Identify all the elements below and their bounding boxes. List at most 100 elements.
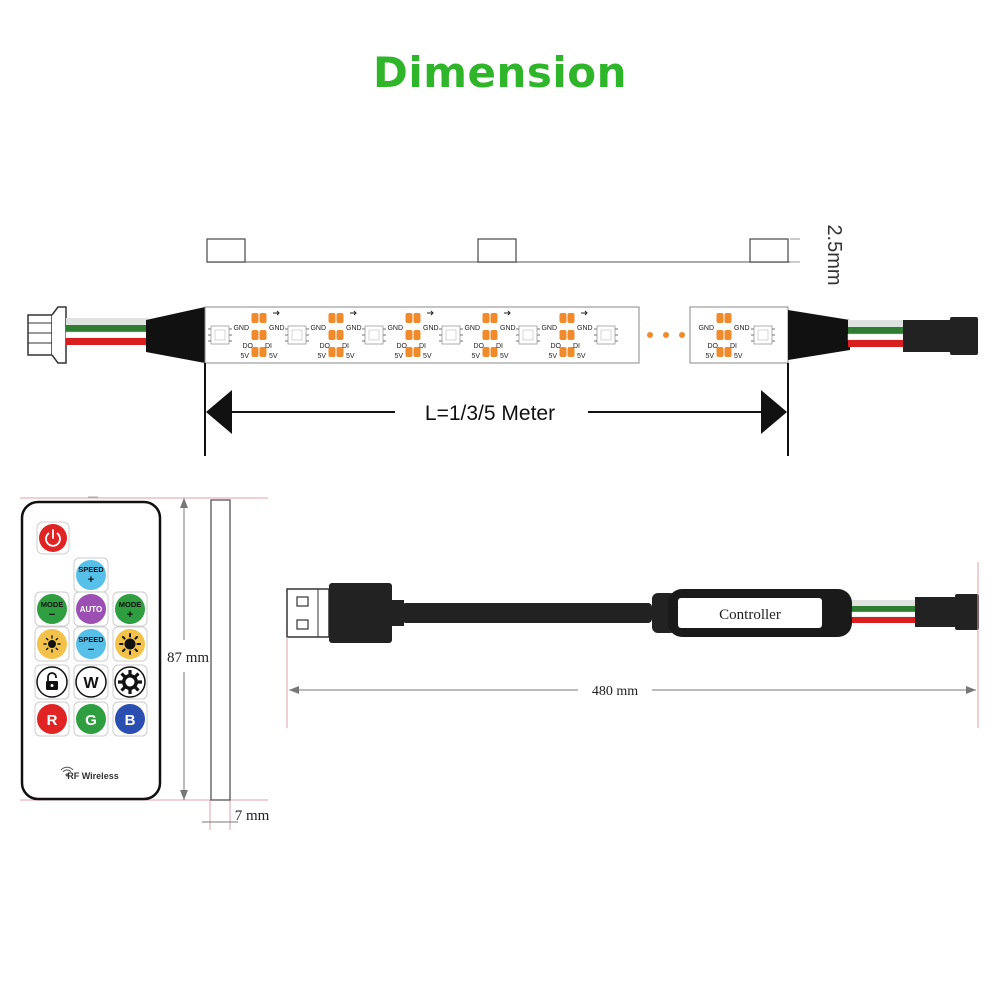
data-direction-arrow-icon bbox=[273, 310, 280, 316]
pad-label: GND bbox=[734, 325, 750, 332]
speed-up-button[interactable]: SPEED + bbox=[73, 557, 109, 593]
pad-label: 5V bbox=[394, 353, 403, 360]
led-chip bbox=[207, 325, 233, 345]
pad-label: DI bbox=[573, 343, 580, 350]
green-button[interactable]: G bbox=[73, 701, 109, 737]
settings-button[interactable] bbox=[112, 664, 148, 700]
pad-label: DI bbox=[730, 343, 737, 350]
auto-label: AUTO bbox=[80, 605, 103, 614]
data-direction-arrow-icon bbox=[350, 310, 357, 316]
pad-label: GND bbox=[269, 325, 285, 332]
pad-label: GND bbox=[233, 325, 249, 332]
remote-side-profile bbox=[210, 499, 231, 801]
led-chip bbox=[515, 325, 541, 345]
input-connector bbox=[27, 306, 205, 364]
pad-label: GND bbox=[698, 325, 714, 332]
strip-side-profile bbox=[206, 238, 800, 263]
pad-label: 5V bbox=[423, 353, 432, 360]
mode-minus-label: MODE bbox=[41, 600, 64, 609]
solder-pad-group: GND GND DO DI 5V 5V bbox=[387, 310, 439, 360]
controller-label: Controller bbox=[719, 607, 781, 623]
usb-controller-cable: Controller bbox=[286, 583, 979, 643]
auto-button[interactable]: AUTO bbox=[73, 591, 109, 627]
continuation-dot bbox=[647, 332, 653, 338]
blue-button[interactable]: B bbox=[112, 701, 148, 737]
pad-label: 5V bbox=[705, 353, 714, 360]
pad-label: DO bbox=[397, 343, 408, 350]
gear-icon bbox=[118, 670, 142, 694]
data-direction-arrow-icon bbox=[427, 310, 434, 316]
remote-height-label: 87 mm bbox=[167, 650, 209, 666]
page-title: Dimension bbox=[372, 48, 628, 97]
brightness-up-button[interactable] bbox=[112, 626, 148, 662]
solder-pad-group: GND GND DO DI 5V 5V bbox=[541, 310, 593, 360]
remote-brand-label: RF Wireless bbox=[67, 771, 118, 781]
mode-plus-symbol: + bbox=[127, 609, 133, 621]
power-button[interactable] bbox=[36, 521, 70, 555]
mode-minus-symbol: − bbox=[49, 609, 55, 621]
pad-label: DO bbox=[551, 343, 562, 350]
white-label: W bbox=[83, 675, 99, 692]
led-chip bbox=[593, 325, 619, 345]
pad-label: 5V bbox=[240, 353, 249, 360]
pad-label: 5V bbox=[269, 353, 278, 360]
controller-length-dimension bbox=[286, 562, 979, 728]
strip-thickness-label: 2.5mm bbox=[823, 224, 845, 285]
strip-solder-pads: GND GND DO DI 5V 5V GND GND DO DI 5V 5V GND GND DO DI 5V… bbox=[233, 310, 750, 360]
data-direction-arrow-icon bbox=[581, 310, 588, 316]
solder-pad-group: GND GND DO DI 5V 5V bbox=[698, 313, 750, 360]
wifi-icon bbox=[60, 766, 74, 777]
pad-label: GND bbox=[500, 325, 516, 332]
strip-length-dimension bbox=[204, 363, 789, 456]
power-icon bbox=[45, 529, 61, 547]
led-chip bbox=[284, 325, 310, 345]
pad-label: GND bbox=[423, 325, 439, 332]
pad-label: DI bbox=[265, 343, 272, 350]
strip-length-label: L=1/3/5 Meter bbox=[425, 402, 555, 425]
pad-label: GND bbox=[577, 325, 593, 332]
brightness-down-button[interactable] bbox=[34, 626, 70, 662]
pad-label: DI bbox=[342, 343, 349, 350]
pad-label: GND bbox=[346, 325, 362, 332]
mode-minus-button[interactable]: MODE − bbox=[34, 591, 70, 627]
pad-label: GND bbox=[387, 325, 403, 332]
lock-icon bbox=[46, 672, 58, 690]
speed-up-label: SPEED bbox=[78, 565, 104, 574]
red-button[interactable]: R bbox=[34, 701, 70, 737]
pad-label: DI bbox=[496, 343, 503, 350]
led-chip bbox=[750, 325, 776, 345]
red-label: R bbox=[47, 712, 58, 729]
speed-down-symbol: − bbox=[88, 644, 94, 656]
mode-plus-button[interactable]: MODE + bbox=[112, 591, 148, 627]
pad-label: 5V bbox=[317, 353, 326, 360]
speed-down-label: SPEED bbox=[78, 635, 104, 644]
continuation-dot bbox=[679, 332, 685, 338]
usb-plug bbox=[286, 583, 404, 643]
pad-label: 5V bbox=[734, 353, 743, 360]
led-chip bbox=[361, 325, 387, 345]
pad-label: GND bbox=[464, 325, 480, 332]
led-chip bbox=[438, 325, 464, 345]
pad-label: 5V bbox=[471, 353, 480, 360]
data-direction-arrow-icon bbox=[504, 310, 511, 316]
controller-length-label: 480 mm bbox=[592, 684, 638, 699]
pad-label: GND bbox=[541, 325, 557, 332]
pad-label: DO bbox=[708, 343, 719, 350]
green-label: G bbox=[85, 712, 97, 729]
pad-label: 5V bbox=[346, 353, 355, 360]
white-button[interactable]: W bbox=[73, 664, 109, 700]
pad-label: 5V bbox=[548, 353, 557, 360]
pad-label: 5V bbox=[500, 353, 509, 360]
speed-down-button[interactable]: SPEED − bbox=[73, 626, 109, 662]
sun-large-icon bbox=[119, 633, 141, 655]
led-strip-top-view: GND GND DO DI 5V 5V GND GND DO DI 5V 5V GND GND DO DI 5V… bbox=[204, 306, 789, 364]
pad-label: DO bbox=[320, 343, 331, 350]
lock-button[interactable] bbox=[34, 664, 70, 700]
pad-label: DI bbox=[419, 343, 426, 350]
pad-label: 5V bbox=[577, 353, 586, 360]
continuation-dot bbox=[663, 332, 669, 338]
sun-small-icon bbox=[43, 635, 61, 653]
